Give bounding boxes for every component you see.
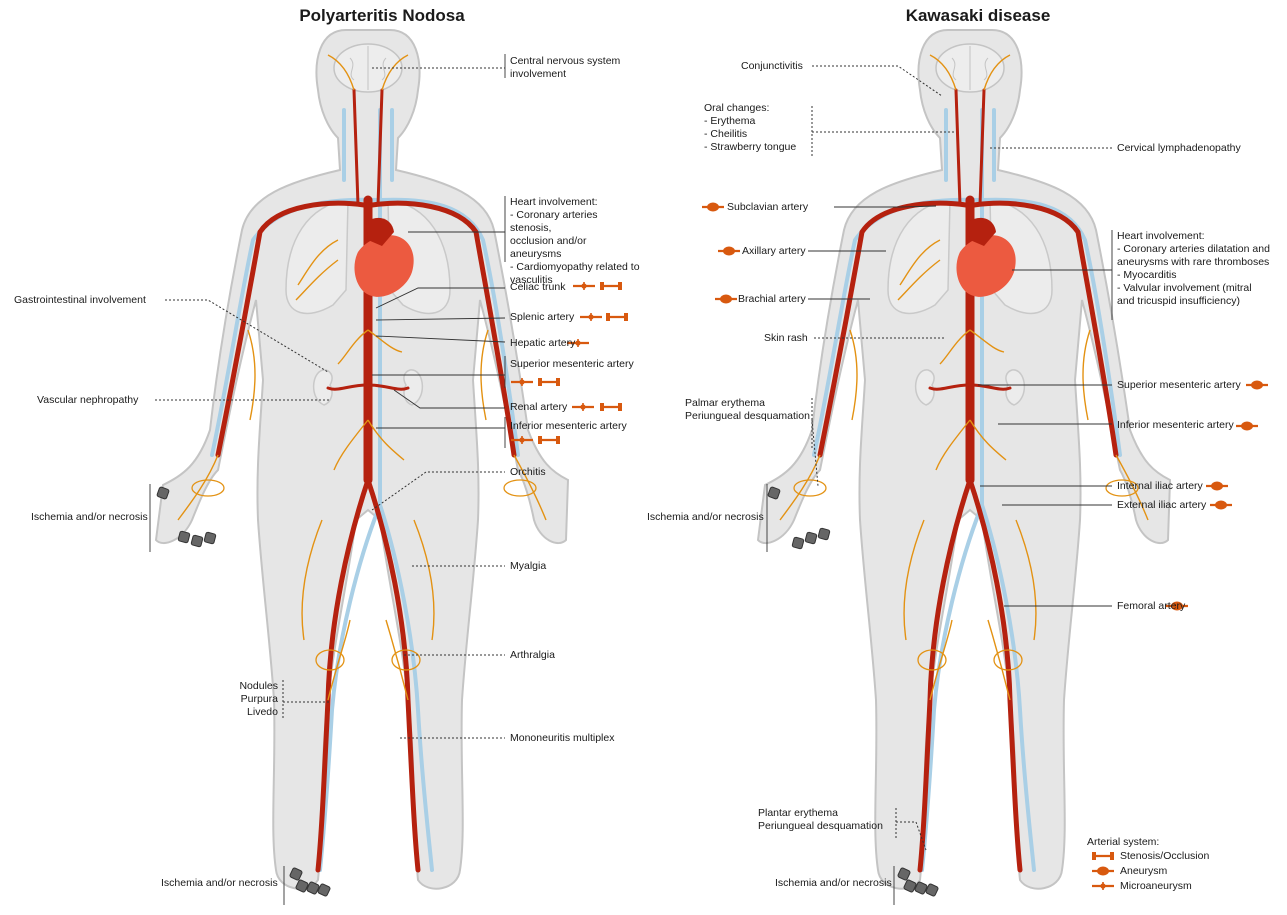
label-ima: Inferior mesenteric artery xyxy=(1117,419,1234,431)
label-sma: Superior mesenteric artery xyxy=(510,358,634,370)
label-heart: Heart involvement: - Coronary arteries d… xyxy=(1117,230,1270,307)
label-myalgia: Myalgia xyxy=(510,560,547,572)
label-ischemia-hand: Ischemia and/or necrosis xyxy=(647,511,764,523)
human-figure xyxy=(700,0,1270,905)
panel-kawasaki-disease: Kawasaki disease xyxy=(640,0,1280,915)
label-ischemia-hand: Ischemia and/or necrosis xyxy=(31,511,148,523)
label-plantar: Plantar erythema Periungueal desquamatio… xyxy=(758,807,883,832)
label-conjunctivitis: Conjunctivitis xyxy=(741,60,803,72)
label-gi: Gastrointestinal involvement xyxy=(14,294,146,306)
label-subclavian: Subclavian artery xyxy=(727,201,809,213)
label-internal-iliac: Internal iliac artery xyxy=(1117,480,1203,492)
panel-polyarteritis-nodosa: Polyarteritis Nodosa xyxy=(0,0,640,915)
splenic-symbols xyxy=(578,311,635,323)
legend-title: Arterial system: xyxy=(1087,836,1160,848)
label-axillary: Axillary artery xyxy=(742,245,806,257)
label-external-iliac: External iliac artery xyxy=(1117,499,1207,511)
label-splenic: Splenic artery xyxy=(510,311,575,323)
label-femoral: Femoral artery xyxy=(1117,600,1186,612)
panel-title: Polyarteritis Nodosa xyxy=(299,6,465,25)
label-ima: Inferior mesenteric artery xyxy=(510,420,627,432)
label-oral: Oral changes: - Erythema - Cheilitis - S… xyxy=(704,102,797,153)
label-nephropathy: Vascular nephropathy xyxy=(37,394,139,406)
label-ischemia-foot: Ischemia and/or necrosis xyxy=(775,877,892,889)
renal-symbols xyxy=(570,401,624,413)
label-cervical: Cervical lymphadenopathy xyxy=(1117,142,1241,154)
label-arthralgia: Arthralgia xyxy=(510,649,555,661)
stenosis-icon xyxy=(1090,850,1116,862)
aneurysm-icon xyxy=(1090,865,1116,877)
label-sma: Superior mesenteric artery xyxy=(1117,379,1241,391)
legend-item-aneurysm: Aneurysm xyxy=(1120,865,1168,877)
label-cns: Central nervous system involvement xyxy=(510,55,621,80)
panel-title: Kawasaki disease xyxy=(905,6,1051,25)
label-mononeuritis: Mononeuritis multiplex xyxy=(510,732,615,744)
label-orchitis: Orchitis xyxy=(510,466,546,478)
label-ischemia-foot: Ischemia and/or necrosis xyxy=(161,877,278,889)
label-hepatic: Hepatic artery xyxy=(510,337,576,349)
label-heart: Heart involvement: - Coronary arteries s… xyxy=(510,196,640,286)
microaneurysm-icon xyxy=(1090,880,1116,892)
label-palmar: Palmar erythema Periungueal desquamation xyxy=(685,397,810,422)
human-figure xyxy=(149,0,635,905)
label-renal: Renal artery xyxy=(510,401,568,413)
legend-item-stenosis: Stenosis/Occlusion xyxy=(1120,850,1210,862)
label-skin: Nodules Purpura Livedo xyxy=(239,680,278,718)
legend-item-microaneurysm: Microaneurysm xyxy=(1120,880,1192,892)
label-celiac: Celiac trunk xyxy=(510,281,566,293)
label-skin-rash: Skin rash xyxy=(764,332,808,344)
label-brachial: Brachial artery xyxy=(738,293,806,305)
